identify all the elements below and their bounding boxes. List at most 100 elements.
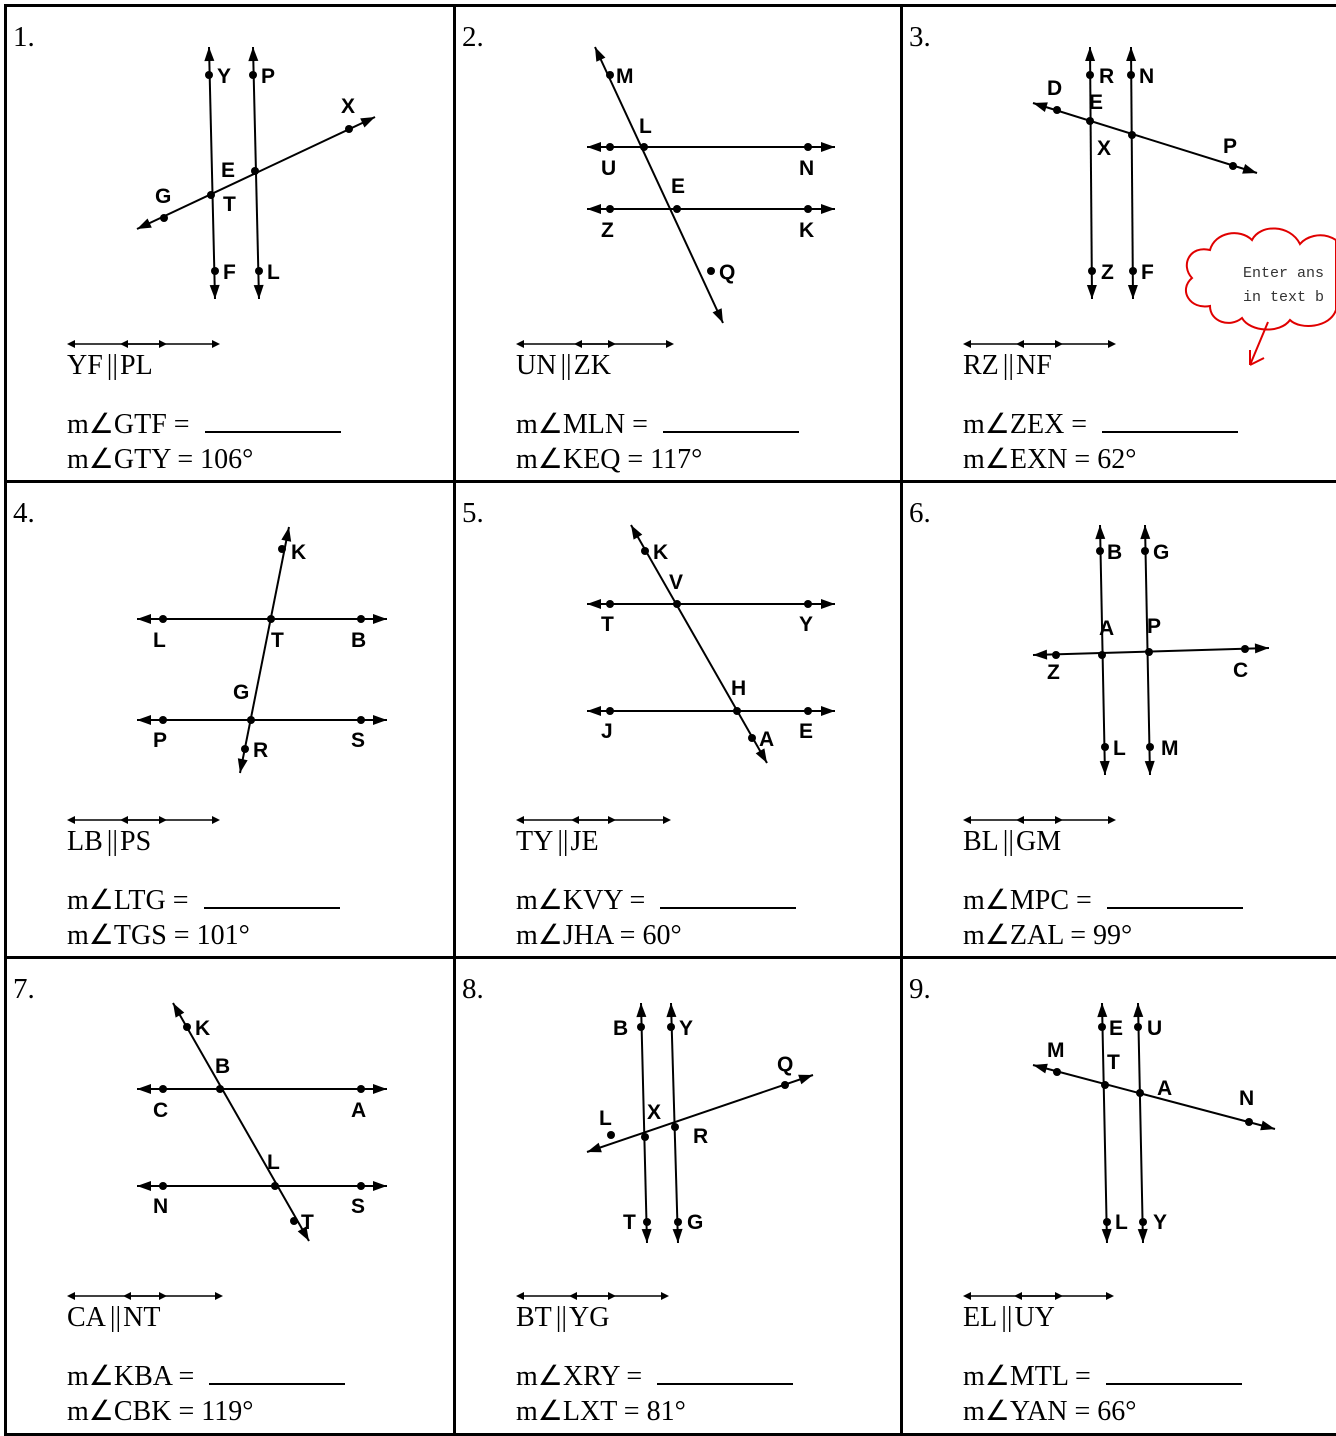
point-dot [267,615,275,623]
point-label: G [1153,541,1169,564]
point-label: F [223,261,236,284]
point-dot [241,745,249,753]
point-dot [1103,1218,1111,1226]
answer-blank[interactable] [1106,881,1243,909]
parallel-symbol: || [106,350,119,381]
point-dot [781,1081,789,1089]
arrowhead-icon [1095,525,1106,540]
arrowhead-icon [204,47,215,62]
point-label: B [215,1055,230,1078]
point-label: A [1099,617,1114,640]
point-dot [290,1217,298,1225]
point-label: S [351,729,365,752]
point-label: T [223,193,236,216]
answer-blank[interactable] [657,1357,794,1385]
point-label: B [351,629,366,652]
point-dot [748,734,756,742]
given-angle: m∠JHA = 60° [516,920,682,951]
arrowhead-icon [1101,1228,1112,1243]
parallel-symbol: || [560,350,572,381]
answer-blank[interactable] [1102,405,1239,433]
answer-blank[interactable] [1105,1357,1242,1385]
point-dot [1146,743,1154,751]
arrowhead-icon [631,525,643,540]
point-dot [357,1085,365,1093]
given-angle: m∠CBK = 119° [67,1396,254,1427]
cloud-callout-icon [1185,227,1336,366]
arrowhead-icon [821,142,835,152]
point-label: R [253,739,268,762]
point-dot [255,267,263,275]
point-label: U [1147,1017,1162,1040]
parallel-symbol: || [557,826,569,857]
point-dot [160,214,168,222]
point-dot [804,205,812,213]
answer-blank[interactable] [662,405,799,433]
point-label: L [153,629,166,652]
answer-blank[interactable] [204,405,341,433]
arrowhead-icon [1137,1228,1148,1243]
find-angle: m∠MLN = [516,405,799,442]
line-notation: GM [1016,815,1116,859]
point-dot [159,615,167,623]
double-arrow-icon [570,816,671,824]
point-label: B [613,1017,628,1040]
point-label: A [351,1099,366,1122]
point-dot [1096,547,1104,555]
arrowhead-icon [373,614,387,624]
point-label: Z [1047,661,1060,684]
answer-blank[interactable] [203,881,340,909]
arrowhead-icon [173,1003,185,1018]
point-dot [641,1133,649,1141]
point-dot [804,600,812,608]
point-dot [345,125,353,133]
callout-text: Enter ans in text b [1243,262,1324,310]
point-label: N [153,1195,168,1218]
point-dot [205,71,213,79]
parallel-statement: UN||ZK [516,339,674,383]
point-dot [216,1085,224,1093]
point-label: E [1089,91,1103,114]
problem-number: 6. [909,497,931,529]
point-label: L [599,1107,612,1130]
double-arrow-icon [1016,340,1116,348]
arrowhead-icon [636,1003,647,1018]
arrowhead-icon [1133,1003,1144,1018]
answer-blank[interactable] [209,1357,346,1385]
point-dot [640,143,648,151]
line-notation: BL [963,815,1063,859]
point-dot [733,707,741,715]
arrowhead-icon [209,284,220,299]
parallel-symbol: || [1002,350,1014,381]
answer-blank[interactable] [660,881,797,909]
point-label: A [759,728,774,751]
line-notation: CA [67,1291,167,1335]
parallel-statement: CA||NT [67,1291,224,1335]
arrowhead-icon [297,1226,309,1241]
arrowhead-icon [1242,164,1257,174]
parallel-symbol: || [1001,1302,1013,1333]
point-dot [607,1131,615,1139]
point-label: N [799,157,814,180]
double-arrow-icon [573,340,674,348]
point-label: L [267,261,280,284]
point-label: L [267,1151,280,1174]
geometry-line [640,1002,648,1244]
point-label: B [1107,541,1122,564]
point-dot [606,600,614,608]
point-label: Y [679,1017,693,1040]
find-angle: m∠MPC = [963,881,1243,918]
point-dot [673,205,681,213]
point-dot [1086,71,1094,79]
point-dot [1229,162,1237,170]
find-angle: m∠GTF = [67,405,341,442]
find-angle-label: m∠XRY = [516,1361,650,1392]
point-dot [1052,651,1060,659]
point-label: N [1239,1087,1254,1110]
